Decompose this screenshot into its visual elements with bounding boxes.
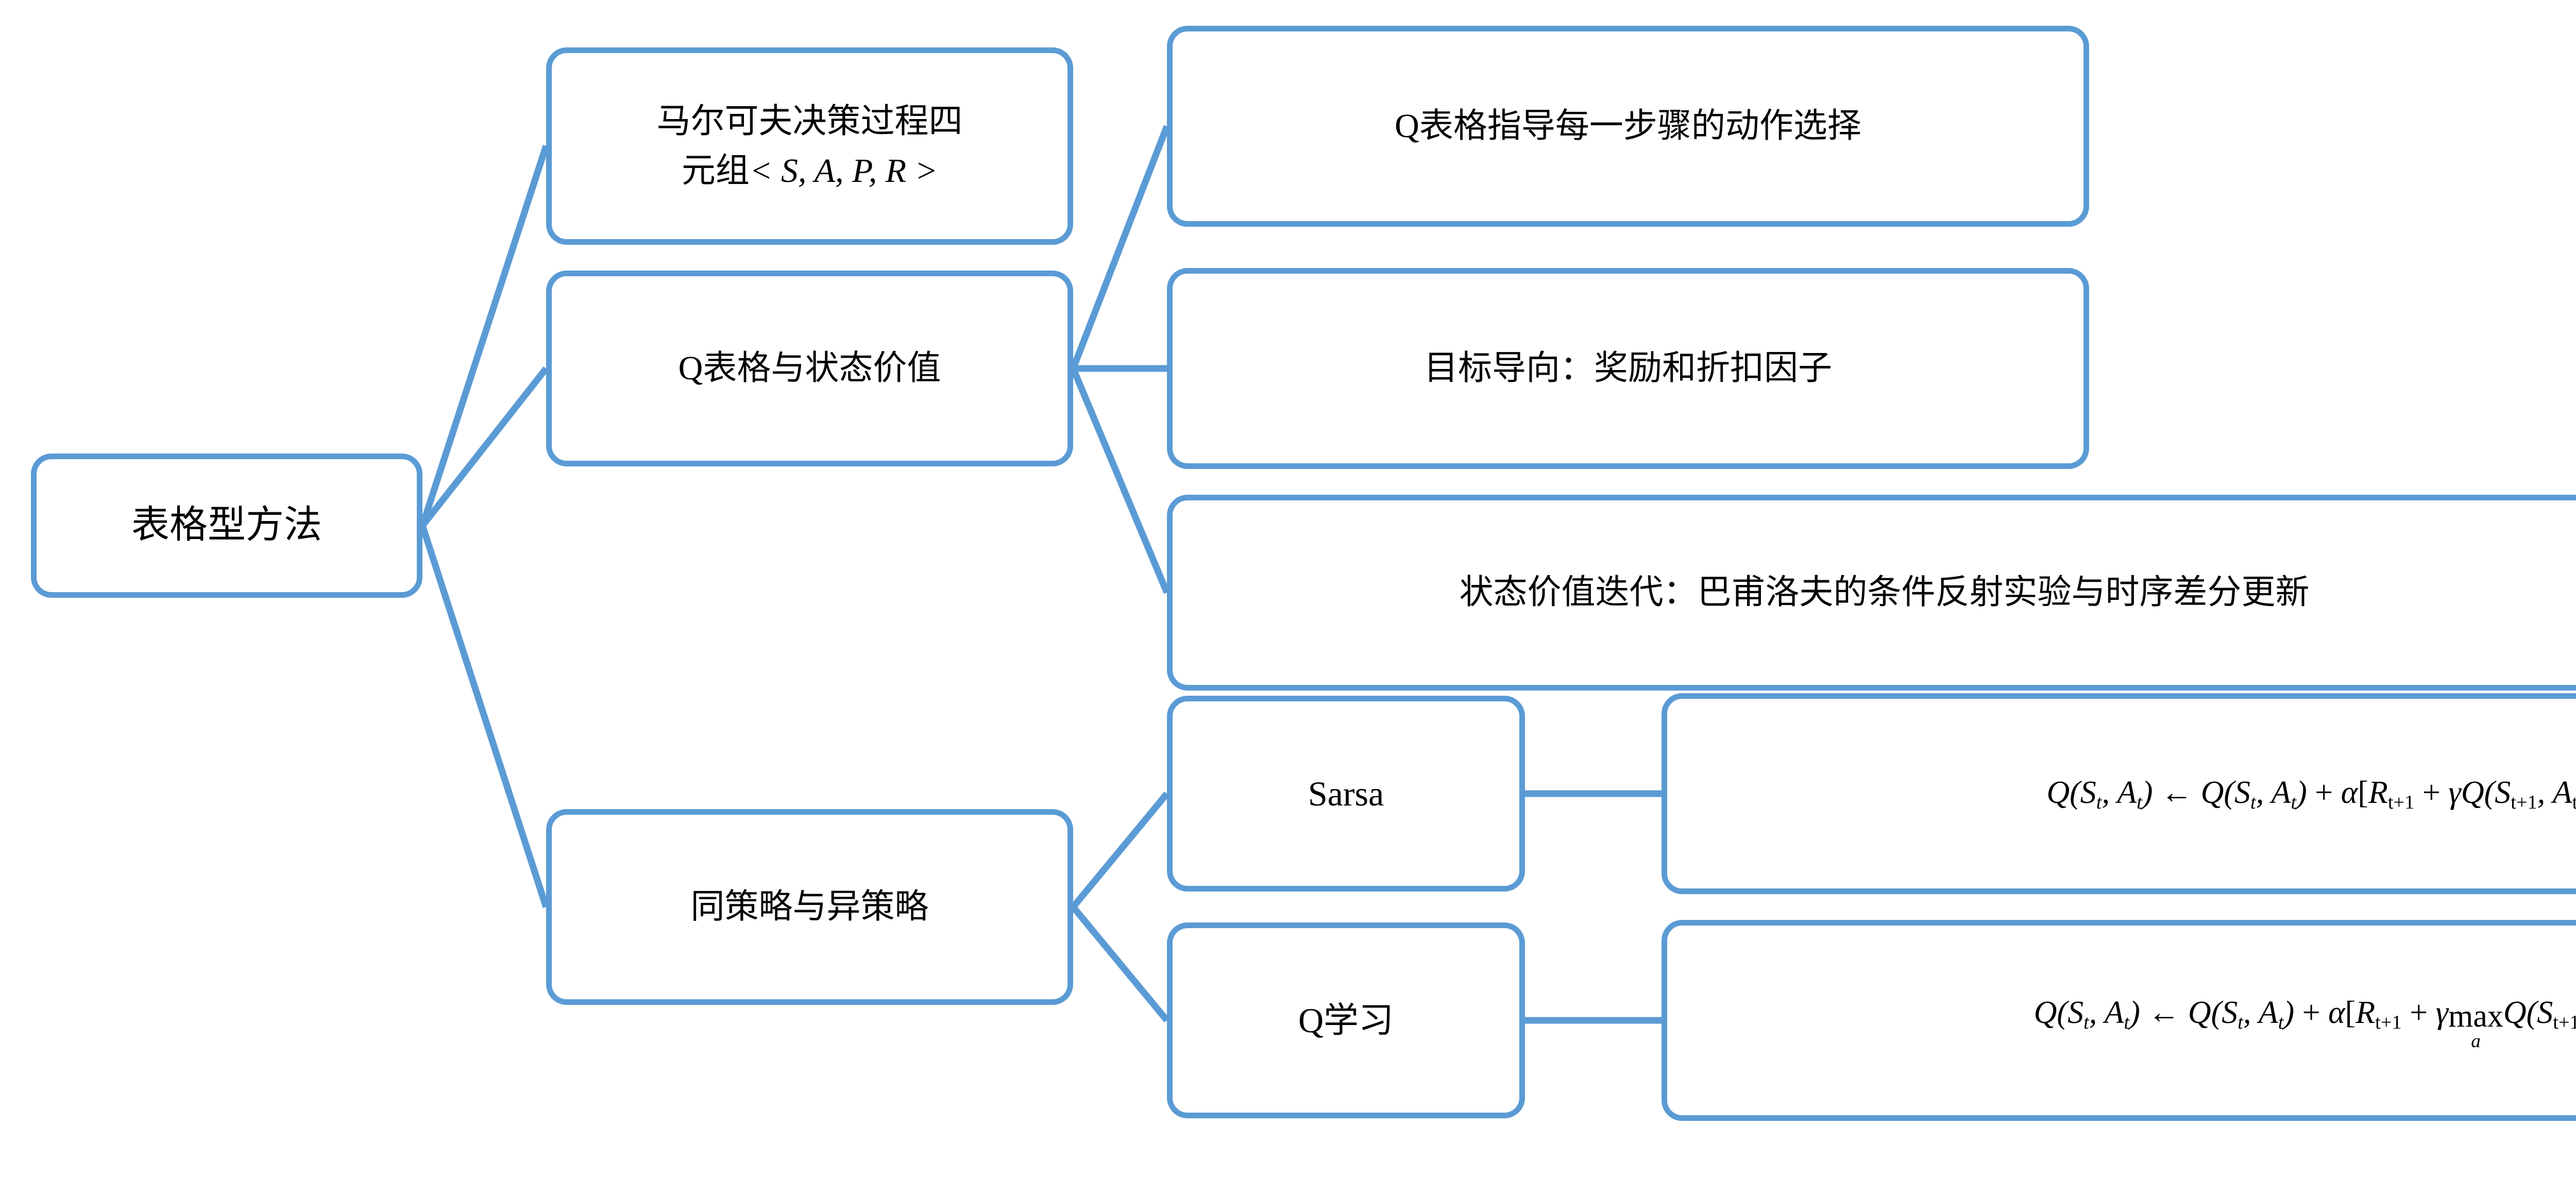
node-mdp-label: 马尔可夫决策过程四 元组< S, A, P, R > xyxy=(565,97,1054,195)
node-qtable[interactable]: Q表格与状态价值 xyxy=(546,271,1073,466)
node-value-iteration-label: 状态价值迭代：巴甫洛夫的条件反射实验与时序差分更新 xyxy=(1459,574,2310,612)
node-qlearning-label: Q学习 xyxy=(1298,1000,1394,1040)
ql-max-text: max xyxy=(2448,999,2503,1034)
node-mdp-line1: 马尔可夫决策过程四 xyxy=(656,102,963,140)
node-root-label: 表格型方法 xyxy=(131,504,322,547)
node-qtable-guide[interactable]: Q表格指导每一步骤的动作选择 xyxy=(1167,26,2089,227)
node-qtable-label: Q表格与状态价值 xyxy=(678,349,941,388)
node-sarsa-label: Sarsa xyxy=(1308,774,1384,813)
ql-next-q: Q(St+1, a) xyxy=(2503,995,2576,1033)
node-value-iteration[interactable]: 状态价值迭代：巴甫洛夫的条件反射实验与时序差分更新 xyxy=(1167,495,2576,691)
ql-rhs-q: Q(St, At) xyxy=(2188,995,2295,1033)
sarsa-next-q: Q(St+1, At+1) xyxy=(2461,775,2576,813)
connector-onoff-to-qlearning xyxy=(1070,904,1170,1023)
node-mdp-line2-prefix: 元组 xyxy=(681,152,750,190)
ql-alpha: α xyxy=(2328,995,2345,1030)
node-onoff-policy[interactable]: 同策略与异策略 xyxy=(546,809,1073,1005)
sarsa-gamma: γ xyxy=(2448,775,2461,811)
node-mdp[interactable]: 马尔可夫决策过程四 元组< S, A, P, R > xyxy=(546,47,1073,245)
connector-qtable-to-valueiter xyxy=(1070,367,1170,594)
ql-max-subscript: a xyxy=(2471,1031,2481,1052)
node-root[interactable]: 表格型方法 xyxy=(31,454,422,598)
sarsa-bracket-open: [ xyxy=(2358,775,2368,811)
node-qlearning[interactable]: Q学习 xyxy=(1167,922,1525,1118)
sarsa-lhs: Q(St, At) xyxy=(2046,775,2153,813)
ql-assign-arrow: ← xyxy=(2148,995,2180,1030)
sarsa-rhs-q: Q(St, At) xyxy=(2200,775,2307,813)
ql-gamma: γ xyxy=(2435,995,2449,1030)
node-onoff-policy-label: 同策略与异策略 xyxy=(690,888,929,926)
node-goal-oriented[interactable]: 目标导向：奖励和折扣因子 xyxy=(1167,268,2089,469)
sarsa-alpha: α xyxy=(2341,775,2358,811)
ql-lhs: Q(St, At) xyxy=(2033,995,2140,1033)
node-mdp-tuple: < S, A, P, R > xyxy=(749,152,938,190)
node-sarsa-formula[interactable]: Q(St, At) ← Q(St, At) + α[Rt+1 + γQ(St+1… xyxy=(1662,693,2576,894)
sarsa-plus: + xyxy=(2315,775,2333,811)
connector-onoff-to-sarsa xyxy=(1070,791,1170,910)
connector-root-to-mdp xyxy=(419,144,550,527)
sarsa-reward: Rt+1 xyxy=(2368,775,2415,813)
ql-bracket-open: [ xyxy=(2345,995,2356,1030)
connector-root-to-qtable xyxy=(419,366,549,528)
node-qtable-guide-label: Q表格指导每一步骤的动作选择 xyxy=(1395,107,1861,145)
sarsa-plus-2: + xyxy=(2422,775,2441,811)
ql-reward: Rt+1 xyxy=(2355,995,2402,1033)
connector-qtable-to-guide xyxy=(1070,125,1171,370)
connector-root-to-onoff xyxy=(419,524,550,909)
ql-plus-2: + xyxy=(2410,995,2428,1030)
sarsa-formula-expression: Q(St, At) ← Q(St, At) + α[Rt+1 + γQ(St+1… xyxy=(1681,770,2576,817)
node-goal-oriented-label: 目标导向：奖励和折扣因子 xyxy=(1424,349,1832,388)
sarsa-assign-arrow: ← xyxy=(2161,775,2193,811)
node-sarsa[interactable]: Sarsa xyxy=(1167,696,1525,892)
ql-plus: + xyxy=(2302,995,2320,1030)
